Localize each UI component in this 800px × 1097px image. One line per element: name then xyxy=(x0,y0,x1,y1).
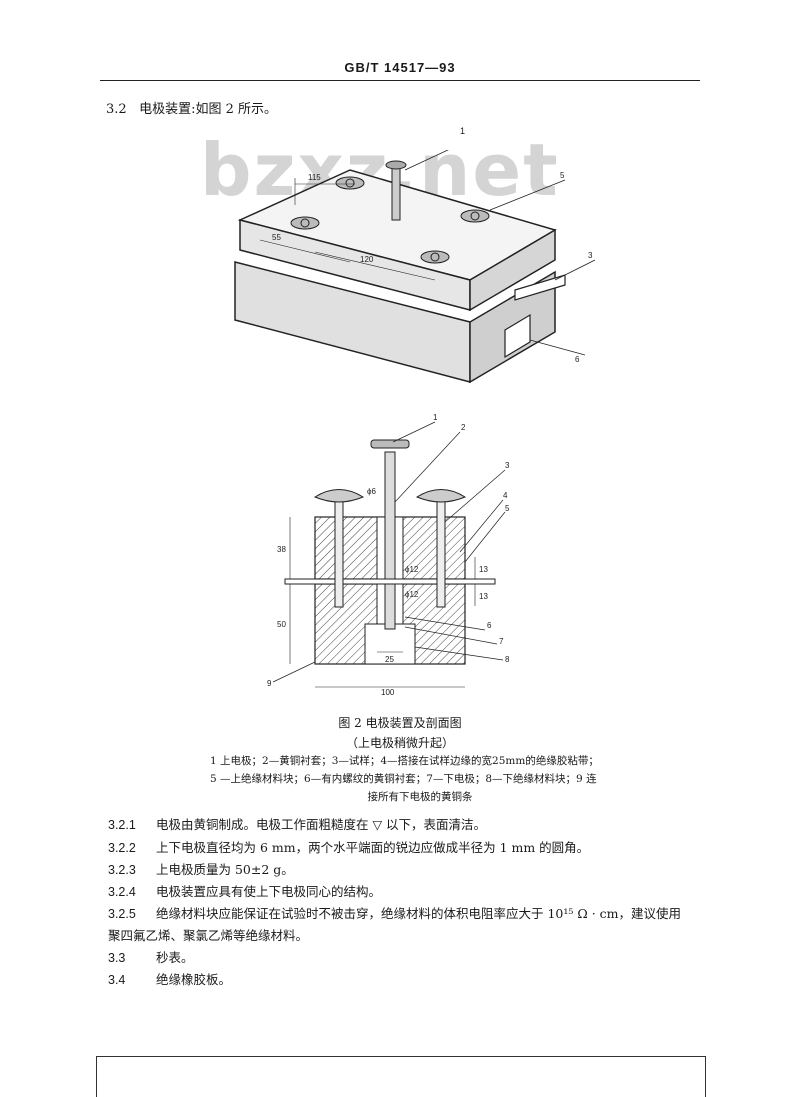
paragraph-number: 3.3 xyxy=(108,951,126,965)
paragraph: 3.2.2 上下电极直径均为 6 mm，两个水平端面的锐边应做成半径为 1 mm … xyxy=(108,837,708,856)
paragraph-text: 电极由黄铜制成。电极工作面粗糙度在 ▽ 以下，表面清洁。 xyxy=(156,817,487,832)
paragraph: 3.2.1 电极由黄铜制成。电极工作面粗糙度在 ▽ 以下，表面清洁。 xyxy=(108,814,708,833)
fig1-label-1-visible: 1 xyxy=(460,126,466,136)
fig2-dim-25: 25 xyxy=(385,655,394,664)
paragraph: 3.4 绝缘橡胶板。 xyxy=(108,969,708,988)
fig2-dim-13-upper: 13 xyxy=(479,565,488,574)
fig2-label-4: 4 xyxy=(503,491,508,500)
fig2-label-9: 9 xyxy=(267,679,272,688)
section-heading: 3.2 电极装置:如图 2 所示。 xyxy=(106,98,277,117)
fig2-label-8: 8 xyxy=(505,655,510,664)
electrode-device-section: 1 2 3 4 5 6 7 8 9 ϕ6 ϕ12 ϕ12 38 50 13 13… xyxy=(267,413,510,697)
paragraph: 3.2.4 电极装置应具有使上下电极同心的结构。 xyxy=(108,881,708,900)
electrode-device-isometric: 1 5 3 6 115 55 120 xyxy=(234,150,596,384)
figure-caption-title: 图 2 电极装置及剖面图 xyxy=(338,716,462,730)
paragraph-text: 绝缘橡胶板。 xyxy=(156,972,232,987)
paragraph: 3.2.5 绝缘材料块应能保证在试验时不被击穿，绝缘材料的体积电阻率应大于 10¹… xyxy=(108,903,708,922)
fig2-label-6: 6 xyxy=(487,621,492,630)
fig2-label-3: 3 xyxy=(505,461,510,470)
section-number: 3.2 xyxy=(106,102,127,117)
fig1-label-5: 5 xyxy=(560,171,565,180)
fig2-label-5: 5 xyxy=(505,504,510,513)
legend-line-3: 接所有下电极的黄铜条 xyxy=(367,791,473,803)
paragraph-text: 上下电极直径均为 6 mm，两个水平端面的锐边应做成半径为 1 mm 的圆角。 xyxy=(156,840,590,855)
legend-line-2: 5 —上绝缘材料块；6—有内螺纹的黄铜衬套；7—下电极；8—下绝缘材料块；9 连 xyxy=(210,773,597,785)
paragraph-text: 绝缘材料块应能保证在试验时不被击穿，绝缘材料的体积电阻率应大于 10¹⁵ Ω ·… xyxy=(156,906,682,921)
paragraph-number: 3.2.3 xyxy=(108,863,136,877)
fig2-dim-100: 100 xyxy=(381,688,395,697)
paragraph: 3.3 秒表。 xyxy=(108,947,708,966)
fig2-label-7: 7 xyxy=(499,637,504,646)
fig1-dim-55: 55 xyxy=(272,233,281,242)
footer-frame xyxy=(96,1056,706,1097)
fig2-label-1: 1 xyxy=(433,413,438,422)
header-rule xyxy=(100,80,700,81)
paragraph-text: 聚四氟乙烯、聚氯乙烯等绝缘材料。 xyxy=(108,928,309,943)
standard-header: GB/T 14517—93 xyxy=(344,60,456,75)
fig1-dim-115: 115 xyxy=(308,173,321,182)
paragraph-number: 3.2.4 xyxy=(108,885,136,899)
fig2-dim-38: 38 xyxy=(277,545,286,554)
fig2-dim-13-lower: 13 xyxy=(479,592,488,601)
fig2-dim-phi12-upper: ϕ12 xyxy=(405,565,419,574)
fig2-dim-phi12-lower: ϕ12 xyxy=(405,590,419,599)
paragraph-number: 3.2.5 xyxy=(108,907,136,921)
figure-legend: 1 上电极；2—黄铜衬套；3—试样；4—搭接在试样边缘的宽25mm的绝缘胶粘带；… xyxy=(210,752,630,806)
paragraph-text: 电极装置应具有使上下电极同心的结构。 xyxy=(156,884,382,899)
fig1-label-3: 3 xyxy=(588,251,593,260)
fig1-label-6: 6 xyxy=(575,355,580,364)
paragraph-text: 上电极质量为 50±2 g。 xyxy=(156,862,294,877)
paragraph-text: 秒表。 xyxy=(156,950,194,965)
section-title-text: 电极装置:如图 2 所示。 xyxy=(139,102,278,117)
paragraph-number: 3.4 xyxy=(108,973,126,987)
paragraph: 3.2.3 上电极质量为 50±2 g。 xyxy=(108,859,708,878)
paragraph-continuation: 聚四氟乙烯、聚氯乙烯等绝缘材料。 xyxy=(108,925,708,944)
paragraph-number: 3.2.1 xyxy=(108,818,136,832)
fig2-dim-phi6: ϕ6 xyxy=(367,487,376,496)
fig2-dim-50: 50 xyxy=(277,620,286,629)
legend-line-1: 1 上电极；2—黄铜衬套；3—试样；4—搭接在试样边缘的宽25mm的绝缘胶粘带； xyxy=(210,755,599,767)
figure-caption-subtitle: （上电极稍微升起） xyxy=(345,736,454,750)
paragraph-number: 3.2.2 xyxy=(108,841,136,855)
fig1-dim-120: 120 xyxy=(360,255,374,264)
fig2-label-2: 2 xyxy=(461,423,466,432)
